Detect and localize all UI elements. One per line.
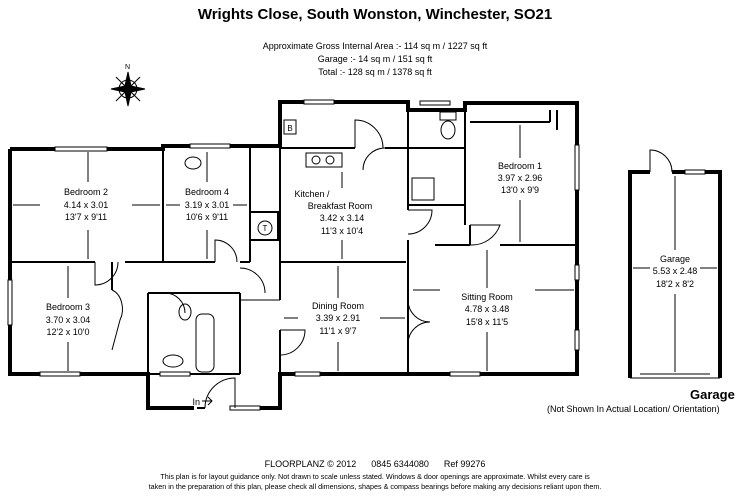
svg-text:Bedroom 4: Bedroom 4: [185, 187, 229, 197]
room-bedroom-1: Bedroom 1 3.97 x 2.96 13'0 x 9'9: [498, 161, 543, 195]
svg-text:Garage: Garage: [660, 254, 690, 264]
svg-text:18'2 x 8'2: 18'2 x 8'2: [656, 279, 694, 289]
svg-text:11'3 x 10'4: 11'3 x 10'4: [321, 226, 363, 236]
room-bedroom-2: Bedroom 2 4.14 x 3.01 13'7 x 9'11: [64, 187, 109, 222]
total-area: Total :- 128 sq m / 1378 sq ft: [318, 67, 432, 77]
boiler-label: B: [287, 124, 292, 133]
internal-walls: [10, 102, 577, 375]
svg-text:15'8 x 11'5: 15'8 x 11'5: [466, 317, 508, 327]
svg-text:12'2 x 10'0: 12'2 x 10'0: [47, 327, 90, 337]
svg-text:3.42 x 3.14: 3.42 x 3.14: [320, 213, 365, 223]
svg-text:Kitchen /: Kitchen /: [294, 189, 330, 199]
entrance-label: In: [192, 397, 200, 407]
garage-walls: [628, 149, 722, 379]
svg-text:10'6 x 9'11: 10'6 x 9'11: [186, 212, 228, 222]
boiler-icon: [283, 119, 297, 135]
fixtures: [162, 111, 457, 373]
svg-text:3.97 x 2.96: 3.97 x 2.96: [498, 173, 543, 183]
room-sitting: Sitting Room 4.78 x 3.48 15'8 x 11'5: [461, 292, 513, 327]
svg-text:Bedroom 3: Bedroom 3: [46, 302, 90, 312]
garage-area: Garage :- 14 sq m / 151 sq ft: [317, 54, 433, 64]
svg-text:5.53 x 2.48: 5.53 x 2.48: [653, 266, 698, 276]
svg-text:N: N: [125, 64, 130, 71]
basin-icon: [184, 156, 202, 170]
svg-text:3.70 x 3.04: 3.70 x 3.04: [46, 315, 91, 325]
svg-text:Bedroom 1: Bedroom 1: [498, 161, 542, 171]
footer-line: FLOORPLANZ © 2012 0845 6344080 Ref 99276: [0, 459, 750, 469]
toilet-icon: [440, 120, 456, 140]
page-title: Wrights Close, South Wonston, Winchester…: [197, 6, 553, 23]
gross-area: Approximate Gross Internal Area :- 114 s…: [262, 41, 488, 51]
room-bedroom-3: Bedroom 3 3.70 x 3.04 12'2 x 10'0: [46, 302, 91, 337]
tank-icon: [257, 220, 273, 236]
doors: [94, 119, 501, 409]
svg-text:11'1 x 9'7: 11'1 x 9'7: [319, 326, 356, 336]
svg-text:Bedroom 2: Bedroom 2: [64, 187, 108, 197]
windows: [7, 99, 580, 411]
svg-text:Breakfast Room: Breakfast Room: [308, 201, 373, 211]
basin-icon-2: [162, 354, 184, 368]
garage-heading: Garage: [690, 387, 735, 402]
footer-brand: FLOORPLANZ © 2012: [264, 459, 357, 469]
sink-icon: [305, 152, 343, 168]
room-garage: Garage 5.53 x 2.48 18'2 x 8'2: [653, 254, 698, 289]
footer-ref: Ref 99276: [443, 459, 486, 469]
room-kitchen: Kitchen / Breakfast Room 3.42 x 3.14 11'…: [294, 189, 372, 236]
disclaimer-line-2: taken in the preparation of this plan, p…: [148, 482, 602, 491]
svg-text:Dining Room: Dining Room: [312, 301, 364, 311]
svg-text:4.78 x 3.48: 4.78 x 3.48: [465, 304, 510, 314]
shower-icon: [411, 177, 435, 201]
svg-text:4.14 x 3.01: 4.14 x 3.01: [64, 200, 109, 210]
room-dining: Dining Room 3.39 x 2.91 11'1 x 9'7: [312, 301, 364, 336]
svg-text:Sitting Room: Sitting Room: [461, 292, 513, 302]
svg-text:3.39 x 2.91: 3.39 x 2.91: [316, 313, 361, 323]
room-labels: Bedroom 2 4.14 x 3.01 13'7 x 9'11 Bedroo…: [46, 161, 698, 337]
footer-phone: 0845 6344080: [371, 459, 429, 469]
dimension-markers: [13, 125, 717, 372]
arrow-right-icon: [202, 396, 213, 406]
svg-text:3.19 x 3.01: 3.19 x 3.01: [185, 200, 230, 210]
compass-icon: N: [110, 64, 146, 107]
svg-text:13'0 x 9'9: 13'0 x 9'9: [501, 185, 539, 195]
garage-note: (Not Shown In Actual Location/ Orientati…: [547, 404, 720, 414]
room-bedroom-4: Bedroom 4 3.19 x 3.01 10'6 x 9'11: [185, 187, 230, 222]
svg-text:13'7 x 9'11: 13'7 x 9'11: [65, 212, 107, 222]
bath-icon: [195, 313, 215, 373]
toilet-icon-2: [178, 303, 192, 321]
tank-label: T: [263, 224, 268, 233]
disclaimer-line-1: This plan is for layout guidance only. N…: [160, 472, 590, 481]
